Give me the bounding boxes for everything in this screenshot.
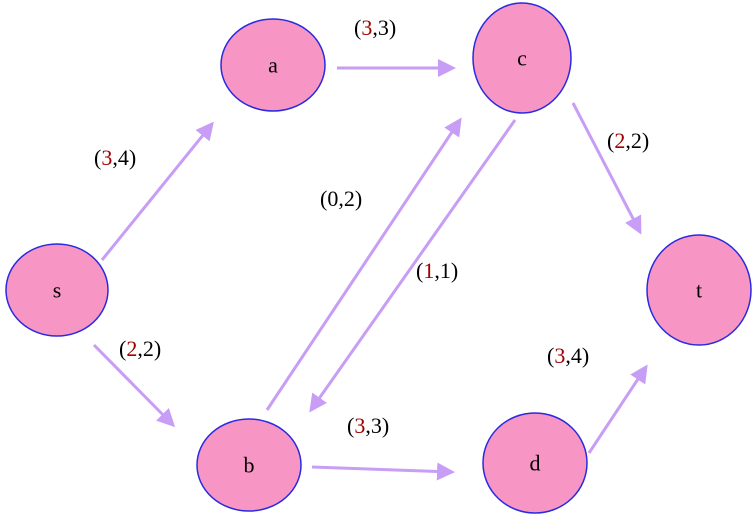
edge-c-t-capacity: 2 bbox=[631, 128, 642, 153]
node-s: s bbox=[5, 243, 109, 337]
edge-s-b-flow: 2 bbox=[126, 336, 137, 361]
node-s-circle bbox=[5, 243, 109, 337]
edge-b-d-label: (3,3) bbox=[347, 413, 389, 438]
edge-label-open-paren: ( bbox=[320, 186, 327, 211]
edge-b-c-arrow bbox=[265, 117, 462, 411]
edge-d-t-label: (3,4) bbox=[547, 343, 589, 368]
node-c: c bbox=[472, 2, 572, 114]
node-a: a bbox=[220, 18, 326, 112]
edge-d-t-arrow bbox=[587, 364, 648, 454]
node-t-circle bbox=[646, 234, 752, 346]
edge-a-c-flow: 3 bbox=[361, 15, 372, 40]
node-b: b bbox=[196, 418, 302, 512]
edge-c-b-label: (1,1) bbox=[416, 258, 458, 283]
edge-c-t-label: (2,2) bbox=[607, 128, 649, 153]
edge-label-open-paren: ( bbox=[347, 413, 354, 438]
node-c-label: c bbox=[517, 46, 527, 71]
edge-c-t-arrow bbox=[571, 102, 642, 235]
edge-d-t-capacity: 4 bbox=[571, 343, 582, 368]
edge-label-open-paren: ( bbox=[354, 15, 361, 40]
node-a-circle bbox=[220, 18, 326, 112]
edge-label-close-paren: ) bbox=[389, 15, 396, 40]
edge-a-c-capacity: 3 bbox=[378, 15, 389, 40]
edge-label-close-paren: ) bbox=[642, 128, 649, 153]
edge-b-d-capacity: 3 bbox=[371, 413, 382, 438]
edge-s-b-capacity: 2 bbox=[143, 336, 154, 361]
edge-label-comma: , bbox=[112, 145, 118, 170]
edge-b-c-label: (0,2) bbox=[320, 186, 362, 211]
edge-c-b-capacity: 1 bbox=[440, 258, 451, 283]
edge-labels-layer: (3,4)(2,2)(3,3)(0,2)(1,1)(2,2)(3,3)(3,4) bbox=[94, 15, 649, 438]
nodes-layer: s a b c d t bbox=[5, 2, 752, 514]
edge-b-d-flow: 3 bbox=[354, 413, 365, 438]
edge-label-close-paren: ) bbox=[582, 343, 589, 368]
node-t-label: t bbox=[696, 278, 702, 303]
edge-label-open-paren: ( bbox=[607, 128, 614, 153]
edge-b-c-capacity: 2 bbox=[344, 186, 355, 211]
edge-label-close-paren: ) bbox=[451, 258, 458, 283]
node-c-circle bbox=[472, 2, 572, 114]
node-b-label: b bbox=[244, 453, 255, 478]
node-s-label: s bbox=[53, 278, 62, 303]
edge-s-a-arrow bbox=[100, 121, 214, 261]
edge-label-comma: , bbox=[434, 258, 440, 283]
edge-label-comma: , bbox=[365, 413, 371, 438]
edges-layer bbox=[92, 59, 648, 481]
node-t: t bbox=[646, 234, 752, 346]
edge-a-c-label: (3,3) bbox=[354, 15, 396, 40]
node-d-circle bbox=[482, 412, 588, 514]
edge-label-open-paren: ( bbox=[119, 336, 126, 361]
edge-label-comma: , bbox=[372, 15, 378, 40]
edge-d-t-flow: 3 bbox=[554, 343, 565, 368]
edge-s-a-capacity: 4 bbox=[118, 145, 129, 170]
edge-s-a-label: (3,4) bbox=[94, 145, 136, 170]
node-d-label: d bbox=[530, 451, 541, 476]
edge-label-close-paren: ) bbox=[382, 413, 389, 438]
edge-label-close-paren: ) bbox=[355, 186, 362, 211]
edge-label-comma: , bbox=[565, 343, 571, 368]
node-a-label: a bbox=[268, 53, 278, 78]
node-b-circle bbox=[196, 418, 302, 512]
edge-b-d-arrow bbox=[311, 462, 455, 481]
edge-c-b-flow: 1 bbox=[423, 258, 434, 283]
edge-b-c-flow: 0 bbox=[327, 186, 338, 211]
edge-s-b-arrow bbox=[92, 343, 176, 428]
edge-label-comma: , bbox=[137, 336, 143, 361]
edge-c-b-arrow bbox=[309, 119, 517, 413]
edge-label-open-paren: ( bbox=[416, 258, 423, 283]
edge-label-close-paren: ) bbox=[154, 336, 161, 361]
edge-label-close-paren: ) bbox=[129, 145, 136, 170]
node-d: d bbox=[482, 412, 588, 514]
edge-s-b-label: (2,2) bbox=[119, 336, 161, 361]
edge-s-a-flow: 3 bbox=[101, 145, 112, 170]
edge-label-open-paren: ( bbox=[94, 145, 101, 170]
edge-label-comma: , bbox=[338, 186, 344, 211]
edge-c-t-flow: 2 bbox=[614, 128, 625, 153]
edge-label-comma: , bbox=[625, 128, 631, 153]
edge-label-open-paren: ( bbox=[547, 343, 554, 368]
